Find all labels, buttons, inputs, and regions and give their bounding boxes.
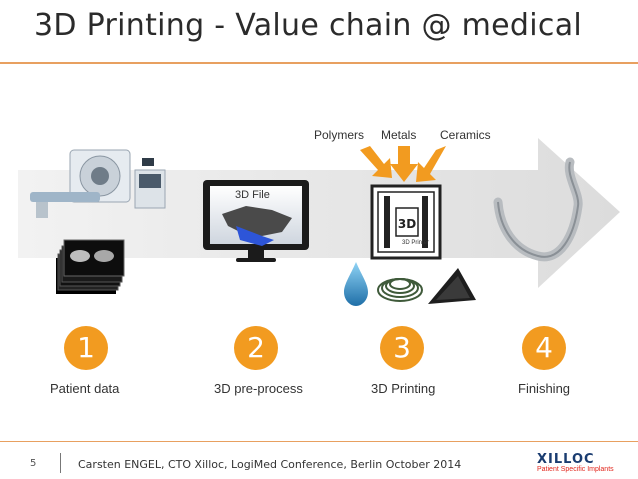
step-2-number: 2	[234, 326, 278, 370]
arrow-down-icon	[360, 146, 446, 182]
step-1-label: Patient data	[50, 381, 120, 396]
jaw-implant-detail	[497, 161, 580, 258]
monitor-icon	[203, 180, 309, 262]
material-ceramics: Ceramics	[440, 128, 491, 142]
footer-separator	[60, 453, 61, 473]
step-3-number: 3	[380, 326, 424, 370]
material-polymers: Polymers	[314, 128, 365, 142]
footer-divider	[0, 441, 638, 442]
slide-title: 3D Printing - Value chain @ medical	[34, 8, 583, 43]
wire-coil-icon	[377, 278, 423, 302]
logo-tagline: Patient Specific Implants	[537, 466, 614, 473]
droplet-icon	[344, 262, 368, 306]
footer-text: Carsten ENGEL, CTO Xilloc, LogiMed Confe…	[78, 458, 462, 471]
printer-label: 3D Printer	[402, 240, 430, 246]
svg-text:3D: 3D	[398, 217, 416, 231]
printer-icon: 3D	[370, 184, 442, 260]
company-logo: XILLOC	[537, 452, 595, 467]
step-4-number: 4	[522, 326, 566, 370]
step-1-number: 1	[64, 326, 108, 370]
step-4-label: Finishing	[518, 381, 571, 396]
scan-slices-icon	[56, 239, 125, 294]
process-arrow	[18, 138, 620, 288]
ct-scanner-icon	[30, 149, 166, 218]
powder-pile-icon	[428, 268, 476, 304]
material-metals: Metals	[381, 128, 417, 142]
file-label: 3D File	[235, 189, 270, 201]
step-3-label: 3D Printing	[371, 381, 436, 396]
title-divider	[0, 62, 638, 64]
page-number: 5	[30, 458, 37, 469]
step-2-label: 3D pre-process	[214, 381, 303, 396]
